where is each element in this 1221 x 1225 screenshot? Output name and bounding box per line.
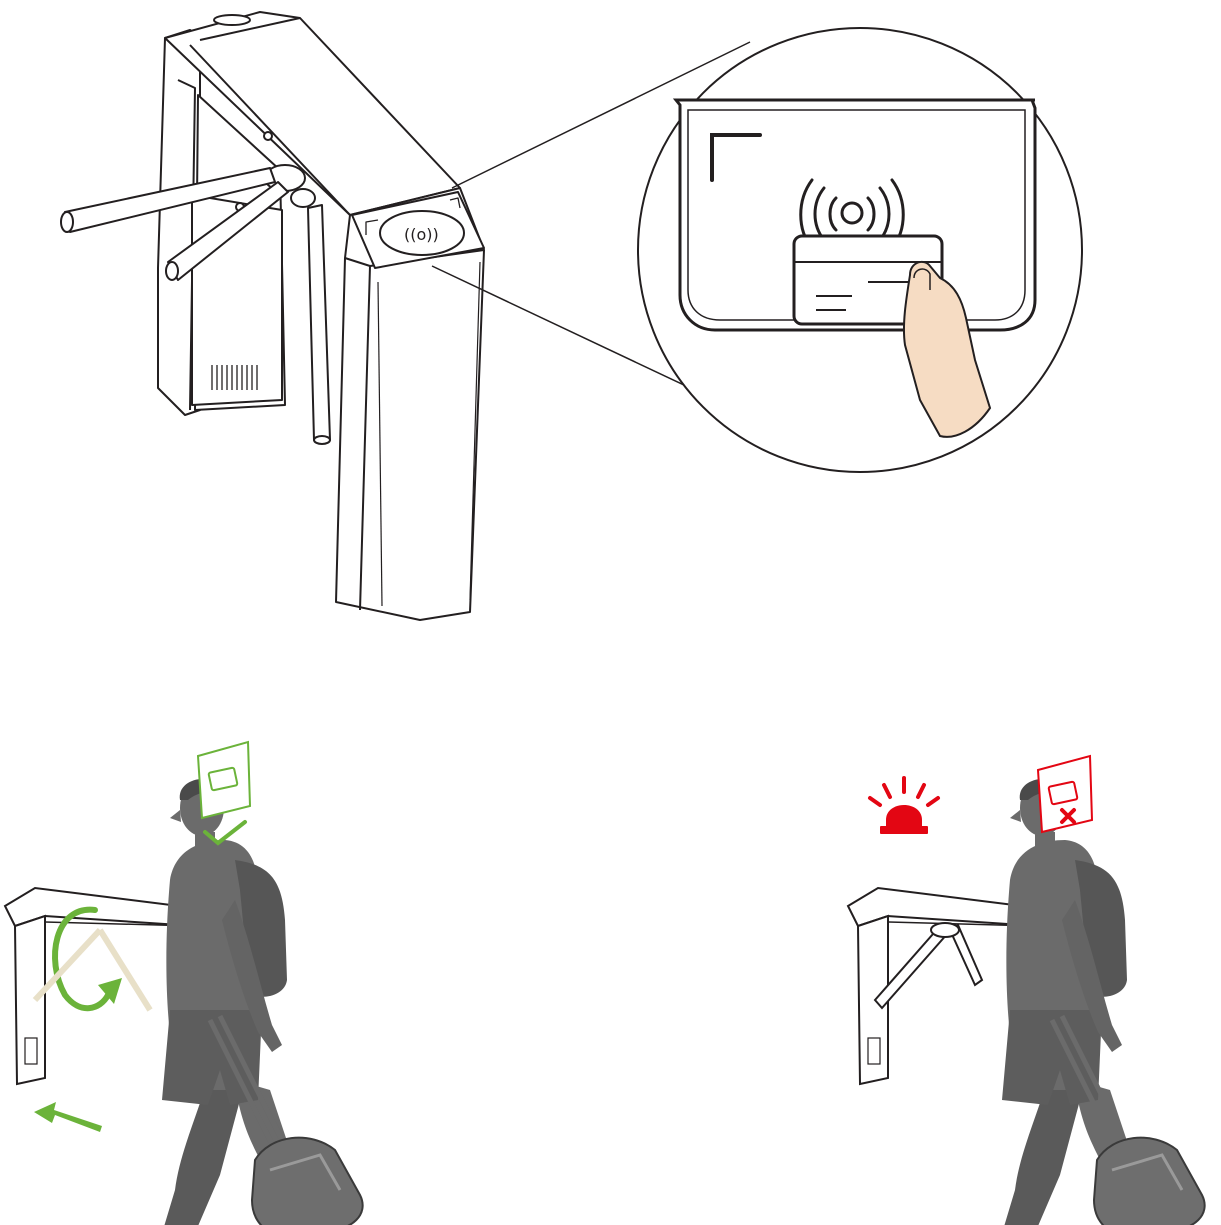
access-denied-scene	[848, 756, 1205, 1225]
alarm-light-icon	[870, 778, 938, 834]
rotation-arrow-icon	[55, 910, 108, 1009]
reader-detail-zoom	[638, 28, 1082, 472]
turnstile-large: ((o))	[61, 12, 484, 620]
access-granted-scene	[5, 742, 363, 1225]
card-cross-icon	[1038, 756, 1092, 832]
walk-arrow-icon	[34, 1102, 102, 1132]
rfid-wave-icon: ((o))	[404, 225, 439, 244]
